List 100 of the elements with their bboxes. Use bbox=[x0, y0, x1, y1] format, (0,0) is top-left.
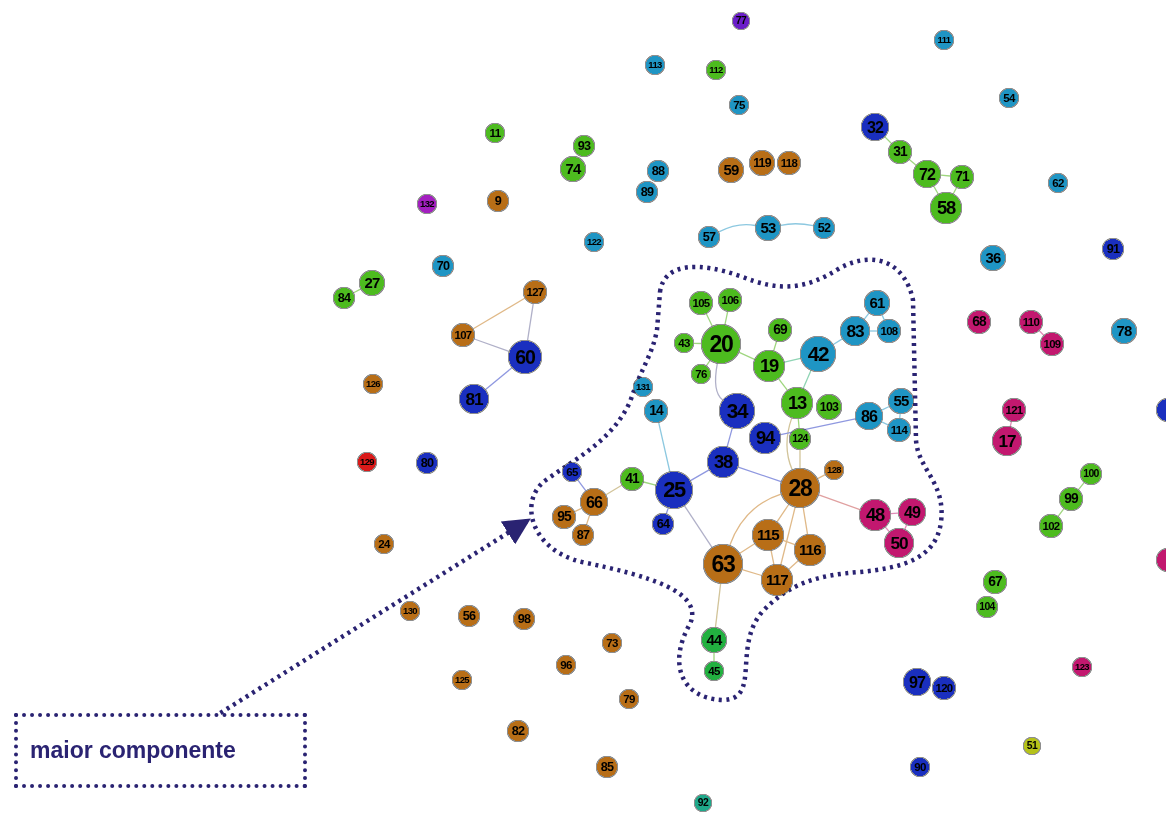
network-node: 109 bbox=[1040, 332, 1064, 356]
network-node: 118 bbox=[777, 151, 801, 175]
network-node: 103 bbox=[816, 394, 842, 420]
network-edge bbox=[780, 506, 796, 566]
network-node: 117 bbox=[761, 564, 793, 596]
network-node: 36 bbox=[980, 245, 1006, 271]
network-node: 51 bbox=[1023, 737, 1041, 755]
network-edge bbox=[904, 524, 908, 530]
network-node: 116 bbox=[794, 534, 826, 566]
network-node: 88 bbox=[647, 160, 669, 182]
network-node: 75 bbox=[729, 95, 749, 115]
network-node: 90 bbox=[910, 757, 930, 777]
network-edge bbox=[881, 314, 885, 321]
network-edge bbox=[770, 550, 775, 565]
network-node: 59 bbox=[718, 157, 744, 183]
network-edge bbox=[1077, 481, 1085, 491]
network-node: 131 bbox=[633, 377, 653, 397]
network-node: 105 bbox=[689, 291, 713, 315]
dotted-arrow bbox=[219, 518, 531, 715]
network-node: 65 bbox=[562, 462, 582, 482]
network-edge bbox=[940, 174, 951, 177]
network-node: 130 bbox=[400, 601, 420, 621]
network-edge bbox=[817, 474, 826, 480]
network-node: 63 bbox=[703, 544, 743, 584]
network-edge bbox=[863, 312, 870, 320]
network-node: 64 bbox=[652, 513, 674, 535]
network-node: 91 bbox=[1102, 238, 1124, 260]
network-node: 125 bbox=[452, 670, 472, 690]
network-node: 73 bbox=[602, 633, 622, 653]
network-node: 107 bbox=[451, 323, 475, 347]
network-edge bbox=[797, 418, 800, 429]
network-edge bbox=[353, 288, 362, 294]
network-edge bbox=[933, 185, 939, 195]
network-node: 128 bbox=[824, 460, 844, 480]
network-node: 129 bbox=[357, 452, 377, 472]
network-node: 119 bbox=[749, 150, 775, 176]
network-node: 48 bbox=[859, 499, 891, 531]
network-edge bbox=[952, 187, 958, 195]
network-node: 38 bbox=[707, 446, 739, 478]
network-edge bbox=[780, 418, 856, 436]
network-node: 89 bbox=[636, 181, 658, 203]
network-node: 94 bbox=[749, 422, 781, 454]
network-node: 127 bbox=[523, 280, 547, 304]
network-node: 120 bbox=[932, 676, 956, 700]
network-node: 19 bbox=[753, 350, 785, 382]
network-node: 110 bbox=[1019, 310, 1043, 334]
network-node: 112 bbox=[706, 60, 726, 80]
network-node: 9 bbox=[487, 190, 509, 212]
callout-box: maior componente bbox=[14, 713, 307, 788]
network-node: 28 bbox=[780, 468, 820, 508]
network-node: 53 bbox=[755, 215, 781, 241]
network-node: 43 bbox=[674, 333, 694, 353]
network-edge bbox=[577, 479, 587, 492]
network-edge bbox=[832, 338, 843, 346]
network-node: 62 bbox=[1048, 173, 1068, 193]
network-node: 57 bbox=[698, 226, 720, 248]
network-node: 27 bbox=[359, 270, 385, 296]
network-node: 45 bbox=[704, 661, 724, 681]
network-node: 93 bbox=[573, 135, 595, 157]
network-node: 87 bbox=[572, 524, 594, 546]
network-node: 58 bbox=[930, 192, 962, 224]
network-edge bbox=[585, 514, 591, 526]
network-node: 14 bbox=[644, 399, 668, 423]
network-edge bbox=[658, 422, 671, 473]
network-edge bbox=[802, 507, 809, 535]
network-node: 83 bbox=[840, 316, 870, 346]
network-node: 95 bbox=[552, 505, 576, 529]
network-node: 24 bbox=[374, 534, 394, 554]
network-node: 71 bbox=[950, 165, 974, 189]
network-edge bbox=[1057, 507, 1065, 518]
network-edge bbox=[724, 311, 729, 326]
network-edge bbox=[484, 367, 513, 391]
network-edge bbox=[881, 405, 890, 411]
network-node: 34 bbox=[719, 393, 755, 429]
network-edge bbox=[782, 539, 796, 546]
network-edge bbox=[473, 338, 510, 352]
network-edge bbox=[776, 503, 790, 523]
network-node: 31 bbox=[888, 140, 912, 164]
network-node: 99 bbox=[1059, 487, 1083, 511]
network-node: 60 bbox=[508, 340, 542, 374]
network-edge bbox=[729, 493, 782, 546]
network-node: 17 bbox=[992, 426, 1022, 456]
network-node: 69 bbox=[768, 318, 792, 342]
network-node: 104 bbox=[976, 596, 998, 618]
network-node: 67 bbox=[983, 570, 1007, 594]
network-node: 81 bbox=[459, 384, 489, 414]
network-edge bbox=[642, 481, 657, 486]
network-edge bbox=[737, 466, 782, 483]
network-edge bbox=[739, 543, 756, 554]
network-node: 74 bbox=[560, 156, 586, 182]
network-edge bbox=[869, 330, 878, 332]
network-edge bbox=[713, 652, 715, 662]
network-node: 102 bbox=[1039, 514, 1063, 538]
network-node: 124 bbox=[789, 428, 811, 450]
network-edge bbox=[1009, 421, 1013, 428]
network-node: 111 bbox=[934, 30, 954, 50]
network-edge bbox=[818, 494, 861, 511]
network-node: 49 bbox=[898, 498, 926, 526]
network-edge bbox=[714, 583, 722, 628]
network-node: 41 bbox=[620, 467, 644, 491]
